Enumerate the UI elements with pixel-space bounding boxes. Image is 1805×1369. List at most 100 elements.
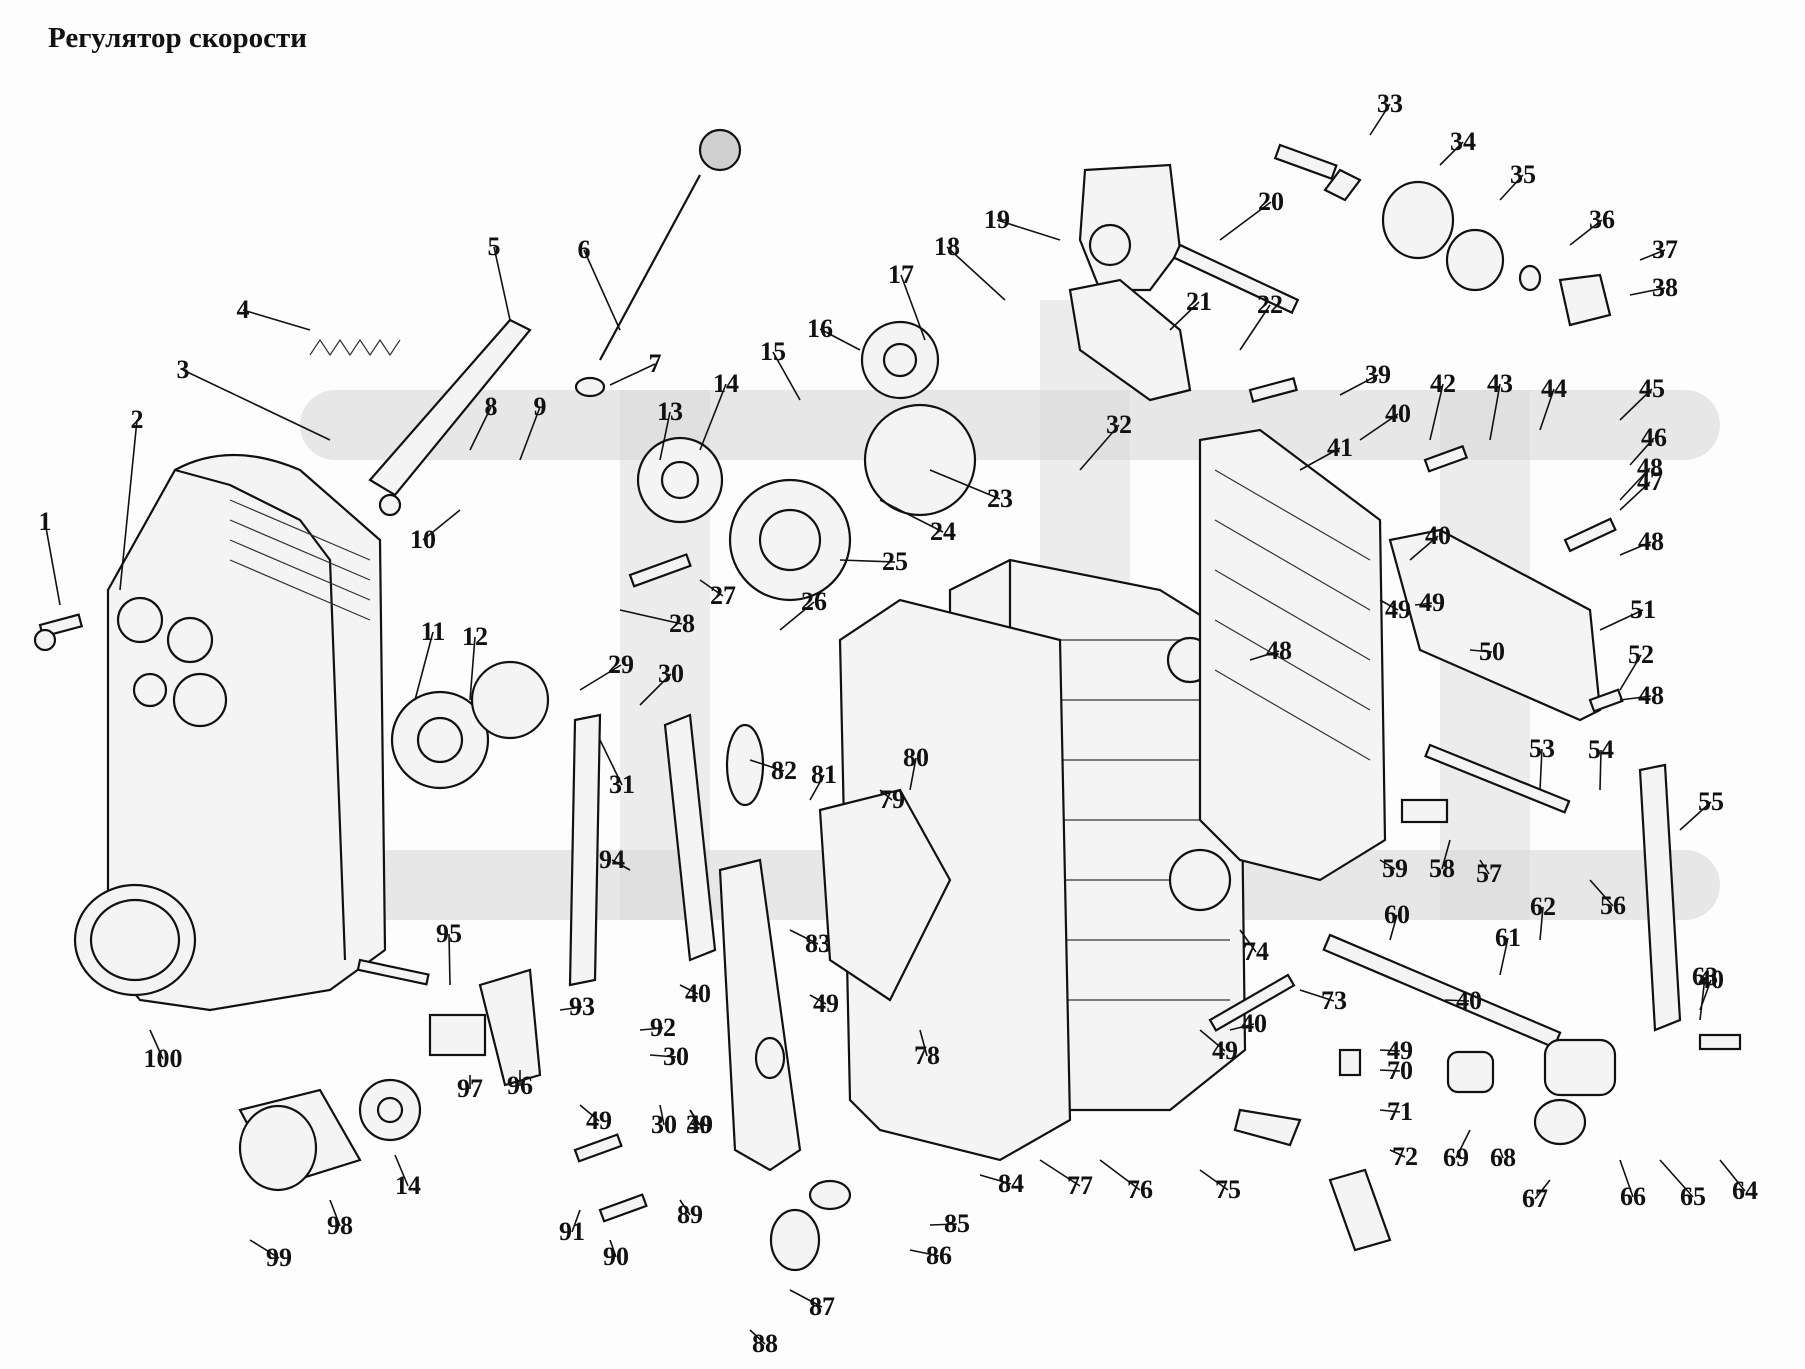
callout-number-97: 97 <box>457 1074 483 1103</box>
leader-line <box>1379 599 1399 611</box>
callout-number-32: 32 <box>1106 410 1132 439</box>
leader-line <box>1629 287 1666 296</box>
leader-line <box>909 757 917 791</box>
callout-number-43: 43 <box>1487 369 1513 398</box>
leader-line <box>919 1029 928 1057</box>
callout-number-52: 52 <box>1628 640 1654 669</box>
leader-line <box>329 1199 341 1227</box>
leader-line <box>809 994 827 1005</box>
gasket <box>838 598 1072 1162</box>
leader-line <box>879 499 944 533</box>
leader-line <box>772 351 801 401</box>
leader-line <box>1539 388 1555 431</box>
leader-line <box>929 1223 958 1226</box>
callout-number-38: 38 <box>1652 273 1678 302</box>
callout-number-24: 24 <box>930 517 956 546</box>
leader-line <box>1619 481 1651 511</box>
callout-number-68: 68 <box>1490 1143 1516 1172</box>
leader-line <box>1379 1069 1401 1072</box>
callout-number-20: 20 <box>1258 187 1284 216</box>
leader-line <box>749 759 785 772</box>
callout-number-49: 49 <box>1387 1036 1413 1065</box>
leader-line <box>1589 879 1614 907</box>
leader-line <box>422 509 461 541</box>
callout-number-40: 40 <box>1385 399 1411 428</box>
leader-line <box>839 559 896 563</box>
leader-line <box>119 419 138 591</box>
callout-number-53: 53 <box>1529 734 1555 763</box>
leader-line <box>1429 383 1444 441</box>
leader-line <box>1219 201 1272 241</box>
callout-number-88: 88 <box>752 1329 778 1358</box>
callout-number-82: 82 <box>771 756 797 785</box>
callout-number-92: 92 <box>650 1013 676 1042</box>
callout-number-73: 73 <box>1321 986 1347 1015</box>
leader-line <box>1629 437 1655 466</box>
leader-line <box>1229 1023 1255 1031</box>
leader-line <box>394 1154 409 1187</box>
leader-line <box>583 249 621 331</box>
leader-line <box>929 469 1001 500</box>
adjusting-screw-assembly <box>1273 143 1612 327</box>
leader-line <box>1499 1149 1504 1159</box>
leader-line <box>1199 1169 1229 1191</box>
linkage-levers <box>568 713 952 1172</box>
leader-line <box>1455 1129 1471 1159</box>
leader-line <box>1539 906 1544 941</box>
leader-line <box>1369 103 1391 136</box>
leader-line <box>1099 1159 1141 1191</box>
callout-number-91: 91 <box>559 1217 585 1246</box>
leader-line <box>519 406 541 461</box>
callout-number-71: 71 <box>1387 1097 1413 1126</box>
leader-line <box>1679 801 1712 831</box>
leader-line <box>1489 383 1501 441</box>
callout-number-40: 40 <box>1698 965 1724 994</box>
callout-number-56: 56 <box>1600 891 1626 920</box>
leader-line <box>571 1209 581 1233</box>
leader-line <box>609 363 656 386</box>
callout-number-31: 31 <box>609 770 635 799</box>
callout-number-49: 49 <box>1385 595 1411 624</box>
leader-line <box>1599 609 1644 631</box>
callout-number-6: 6 <box>578 235 591 264</box>
leader-line <box>1379 1109 1401 1113</box>
leader-line <box>649 1054 677 1058</box>
governor-housing <box>73 453 387 1012</box>
callout-number-35: 35 <box>1510 160 1536 189</box>
callout-number-49: 49 <box>687 1110 713 1139</box>
callout-number-30: 30 <box>658 659 684 688</box>
leader-line <box>559 1006 583 1011</box>
leader-line <box>619 609 683 625</box>
callout-number-70: 70 <box>1387 1056 1413 1085</box>
oil-pipe <box>574 128 742 398</box>
leader-line <box>659 411 671 461</box>
callout-number-25: 25 <box>882 547 908 576</box>
leader-line <box>1469 649 1493 653</box>
callout-number-89: 89 <box>677 1200 703 1229</box>
callout-number-27: 27 <box>710 581 736 610</box>
leader-line <box>44 521 61 606</box>
callout-number-46: 46 <box>1641 423 1667 452</box>
callout-number-8: 8 <box>485 392 498 421</box>
callout-number-69: 69 <box>1443 1143 1469 1172</box>
leader-line <box>1389 1149 1406 1158</box>
callout-number-3: 3 <box>177 355 190 384</box>
callout-number-58: 58 <box>1429 854 1455 883</box>
callout-number-87: 87 <box>809 1292 835 1321</box>
leader-line <box>1599 749 1602 791</box>
leader-line <box>979 1174 1012 1185</box>
leader-line <box>242 309 311 331</box>
callout-leaders <box>44 103 1746 1345</box>
lever-5 <box>368 318 532 517</box>
callout-number-83: 83 <box>805 929 831 958</box>
leader-line <box>779 601 815 631</box>
leader-line <box>1439 141 1464 166</box>
callout-number-19: 19 <box>984 205 1010 234</box>
leader-line <box>1539 748 1543 791</box>
leader-line <box>611 859 631 871</box>
leader-line <box>789 1289 823 1308</box>
callout-number-48: 48 <box>1638 527 1664 556</box>
leader-line <box>1619 541 1652 556</box>
callout-number-30: 30 <box>663 1042 689 1071</box>
